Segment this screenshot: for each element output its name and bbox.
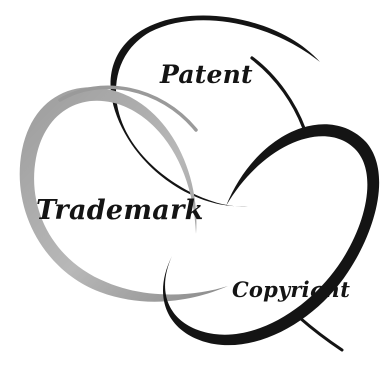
patent-label: Patent <box>159 60 253 89</box>
trademark-label: Trademark <box>36 195 204 226</box>
patent-swirl-tail <box>252 58 306 134</box>
copyright-swirl-tail <box>300 318 342 350</box>
copyright-swirl <box>163 124 379 350</box>
copyright-swirl-stroke <box>163 124 379 345</box>
copyright-label: Copyright <box>232 277 350 302</box>
